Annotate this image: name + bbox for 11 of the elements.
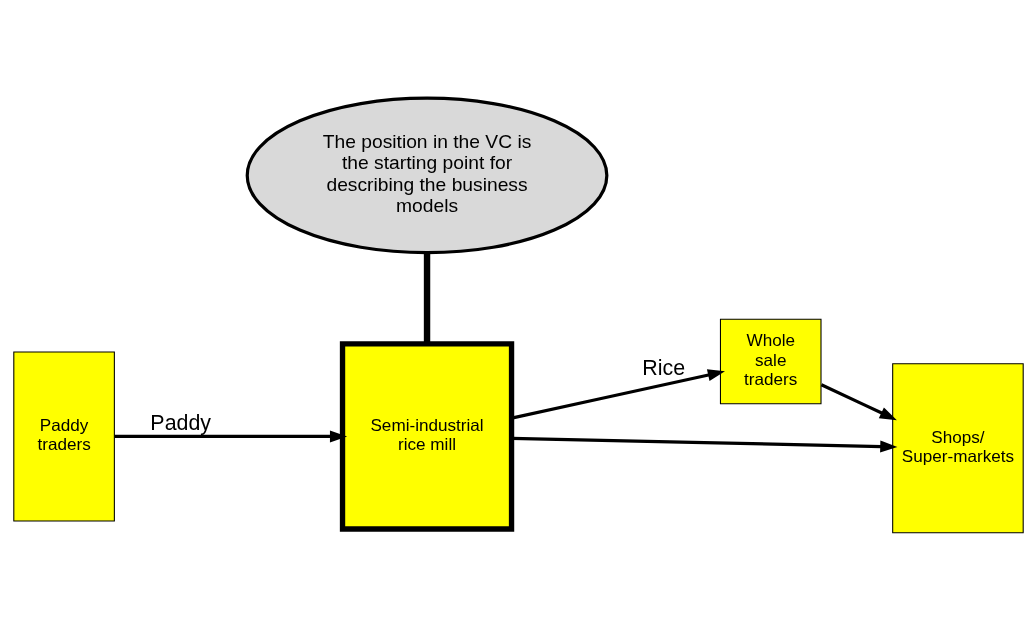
node-box: Semi-industrial rice mill: [339, 340, 514, 532]
edge-label: Paddy: [149, 410, 211, 435]
arrow: [820, 382, 897, 420]
node-box: Shops/ Super-markets: [891, 362, 1024, 533]
arrow: [511, 436, 897, 452]
node-ellipse: The position in the VC is the starting point for describing the business models: [245, 96, 608, 254]
node-box: Whole sale traders: [719, 318, 822, 404]
edge-label: Rice: [641, 355, 685, 380]
arrow: [114, 429, 347, 442]
node-box: Paddy traders: [12, 350, 115, 521]
connector: [423, 252, 430, 344]
